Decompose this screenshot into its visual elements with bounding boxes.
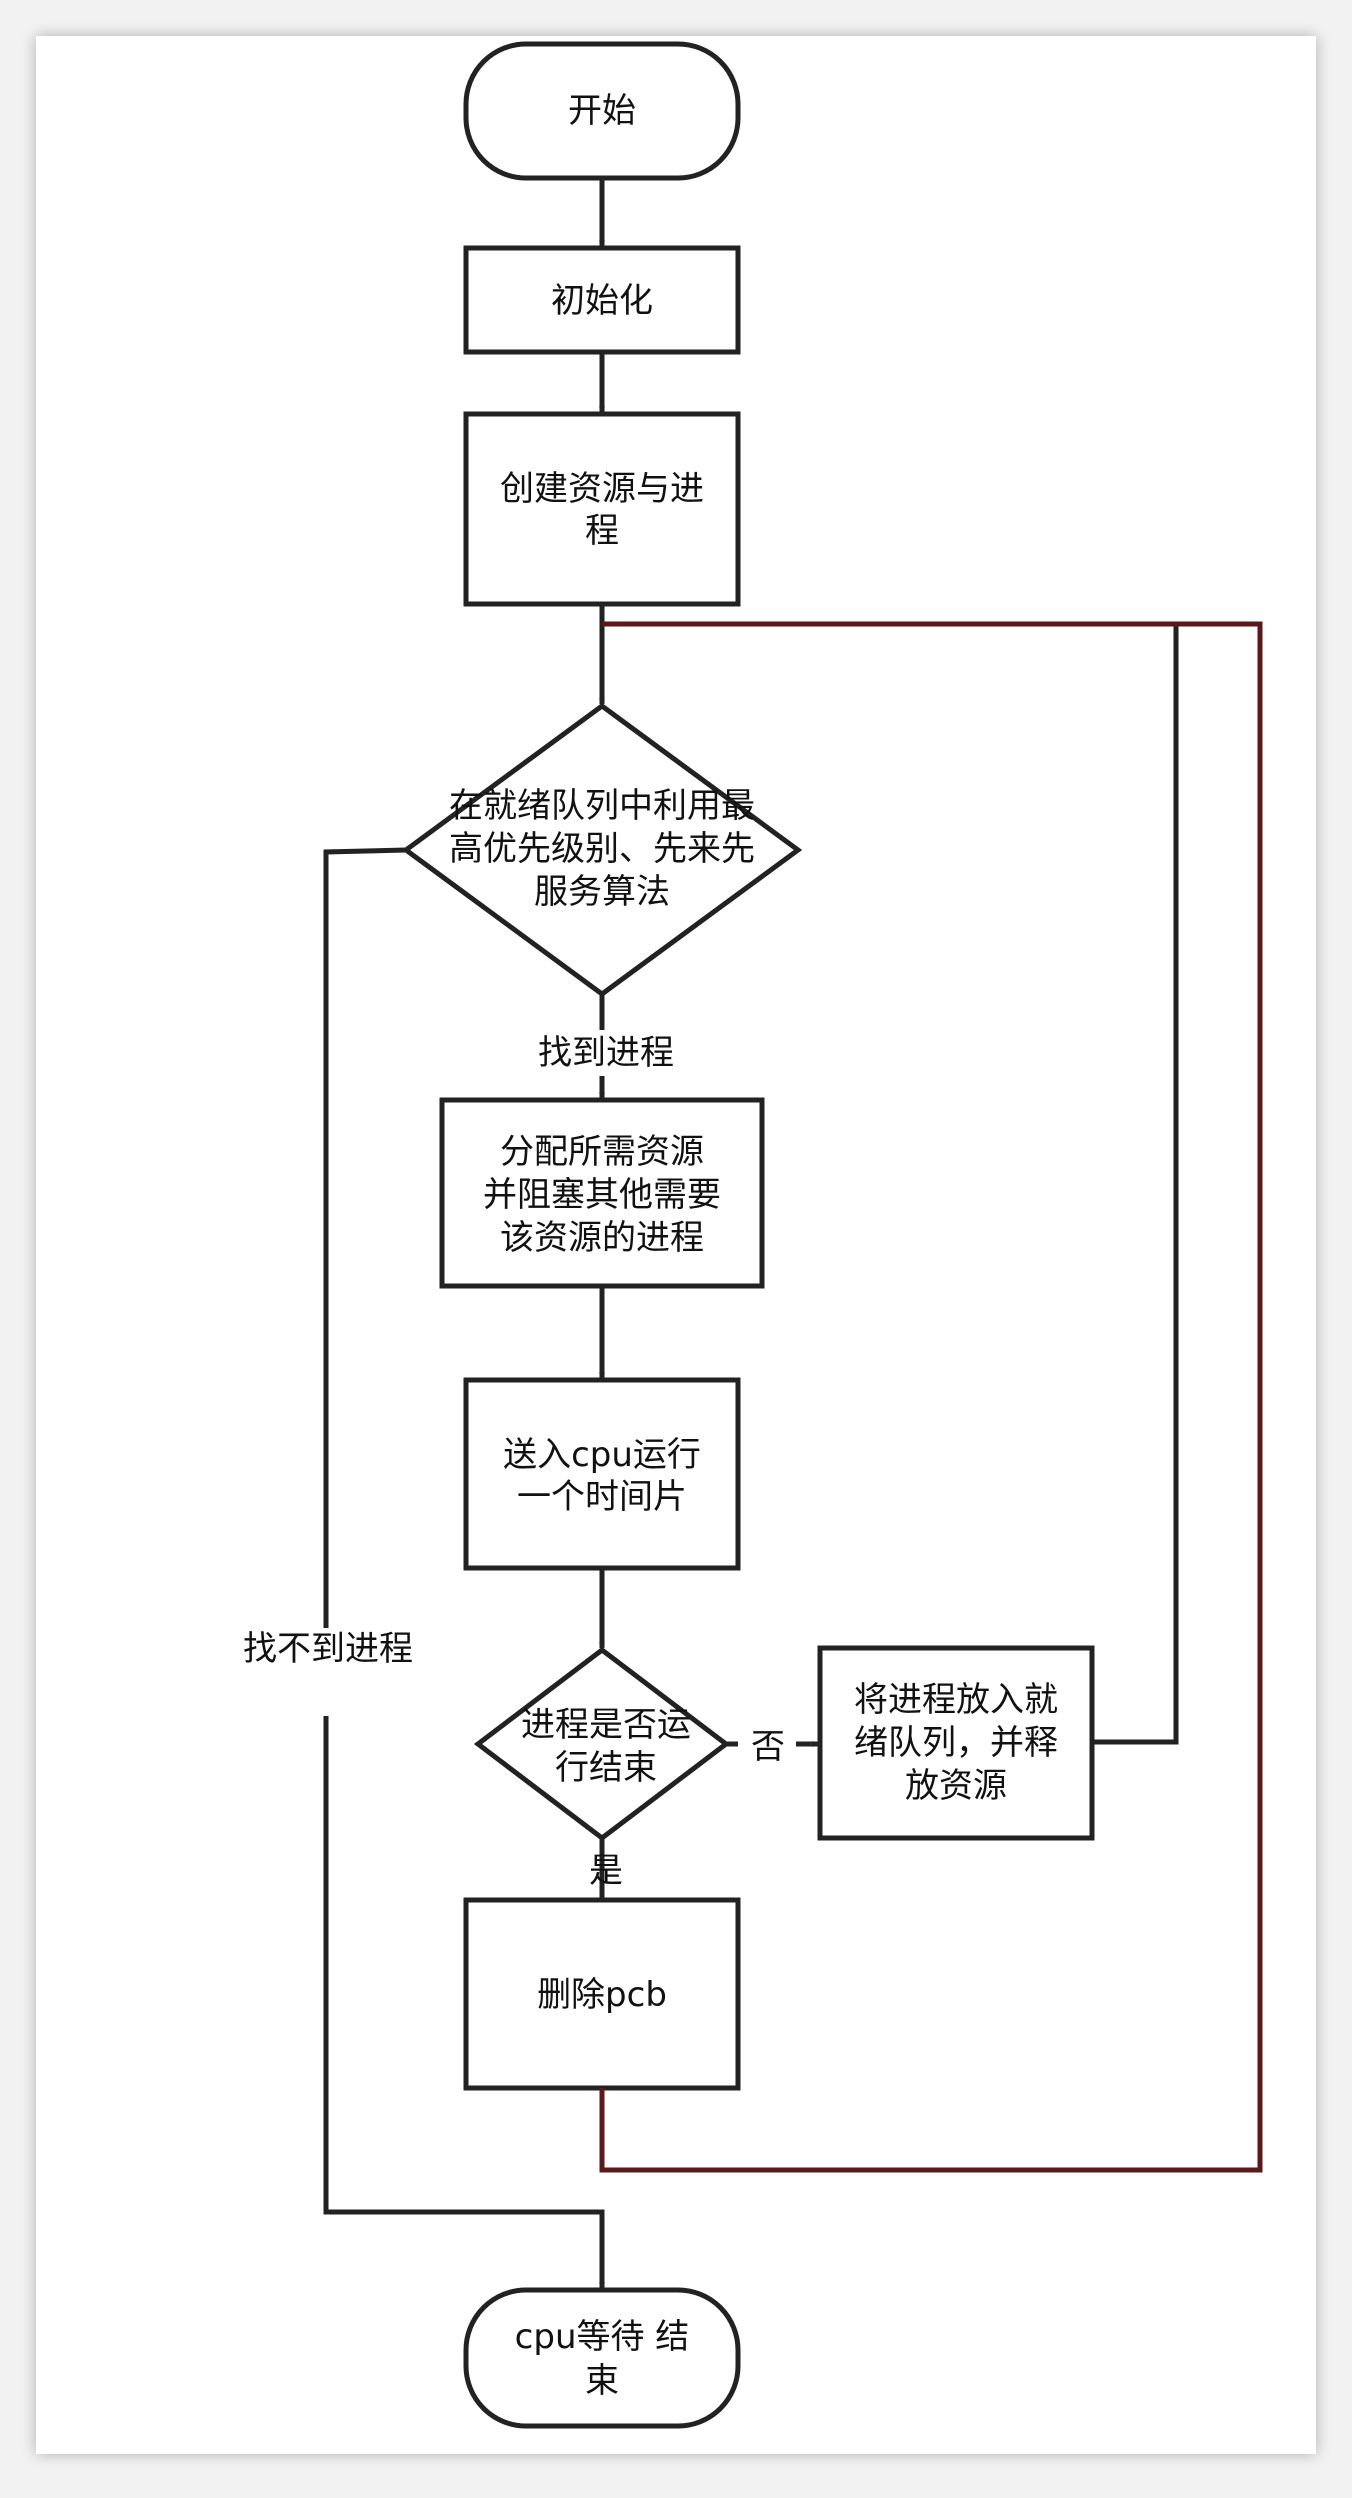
init-label: 初始化 [551,281,653,321]
allocate-label-line2: 并阻塞其他需要 [483,1175,721,1215]
delete-label: 删除pcb [537,1975,667,2015]
create-label-line2: 程 [585,511,619,551]
edge-notfound-upper [323,847,407,1628]
start-node: 开始 [463,41,741,181]
end-label-line1: cpu等待 结 [515,2317,690,2357]
check-decision: 进程是否运 行结束 [473,1646,731,1842]
select-label-line2: 高优先级别、先来先 [449,829,755,869]
edge-delete-loop [599,621,1263,2173]
run-label-line2: 一个时间片 [517,1477,687,1517]
select-label-line3: 服务算法 [534,872,670,912]
allocate-label-line3: 该资源的进程 [500,1218,704,1258]
run-label-line1: 送入cpu运行 [503,1435,701,1475]
edge-label-not-found: 找不到进程 [243,1629,413,1669]
requeue-label-line2: 绪队列，并释 [854,1723,1058,1763]
check-label-line1: 进程是否运 [521,1705,691,1745]
requeue-label-line1: 将进程放入就 [854,1680,1058,1720]
delete-node: 删除pcb [463,1897,741,2091]
run-node: 送入cpu运行 一个时间片 [463,1377,741,1571]
select-decision: 在就绪队列中利用最 高优先级别、先来先 服务算法 [401,702,803,998]
allocate-node: 分配所需资源 并阻塞其他需要 该资源的进程 [439,1097,765,1289]
check-label-line2: 行结束 [555,1748,657,1788]
end-node: cpu等待 结 束 [463,2287,741,2429]
create-node: 创建资源与进 程 [463,411,741,607]
select-label-line1: 在就绪队列中利用最 [449,786,755,826]
init-node: 初始化 [463,245,741,355]
allocate-label-line1: 分配所需资源 [500,1132,704,1172]
create-label-line1: 创建资源与进 [500,469,704,509]
requeue-node: 将进程放入就 绪队列，并释 放资源 [817,1645,1095,1841]
edge-label-no: 否 [751,1727,785,1767]
edge-notfound-lower [323,1716,605,2289]
edge-label-found: 找到进程 [538,1033,674,1073]
start-label: 开始 [568,91,636,131]
end-label-line2: 束 [585,2361,619,2401]
edge-label-yes: 是 [589,1851,623,1891]
requeue-label-line3: 放资源 [905,1766,1007,1806]
